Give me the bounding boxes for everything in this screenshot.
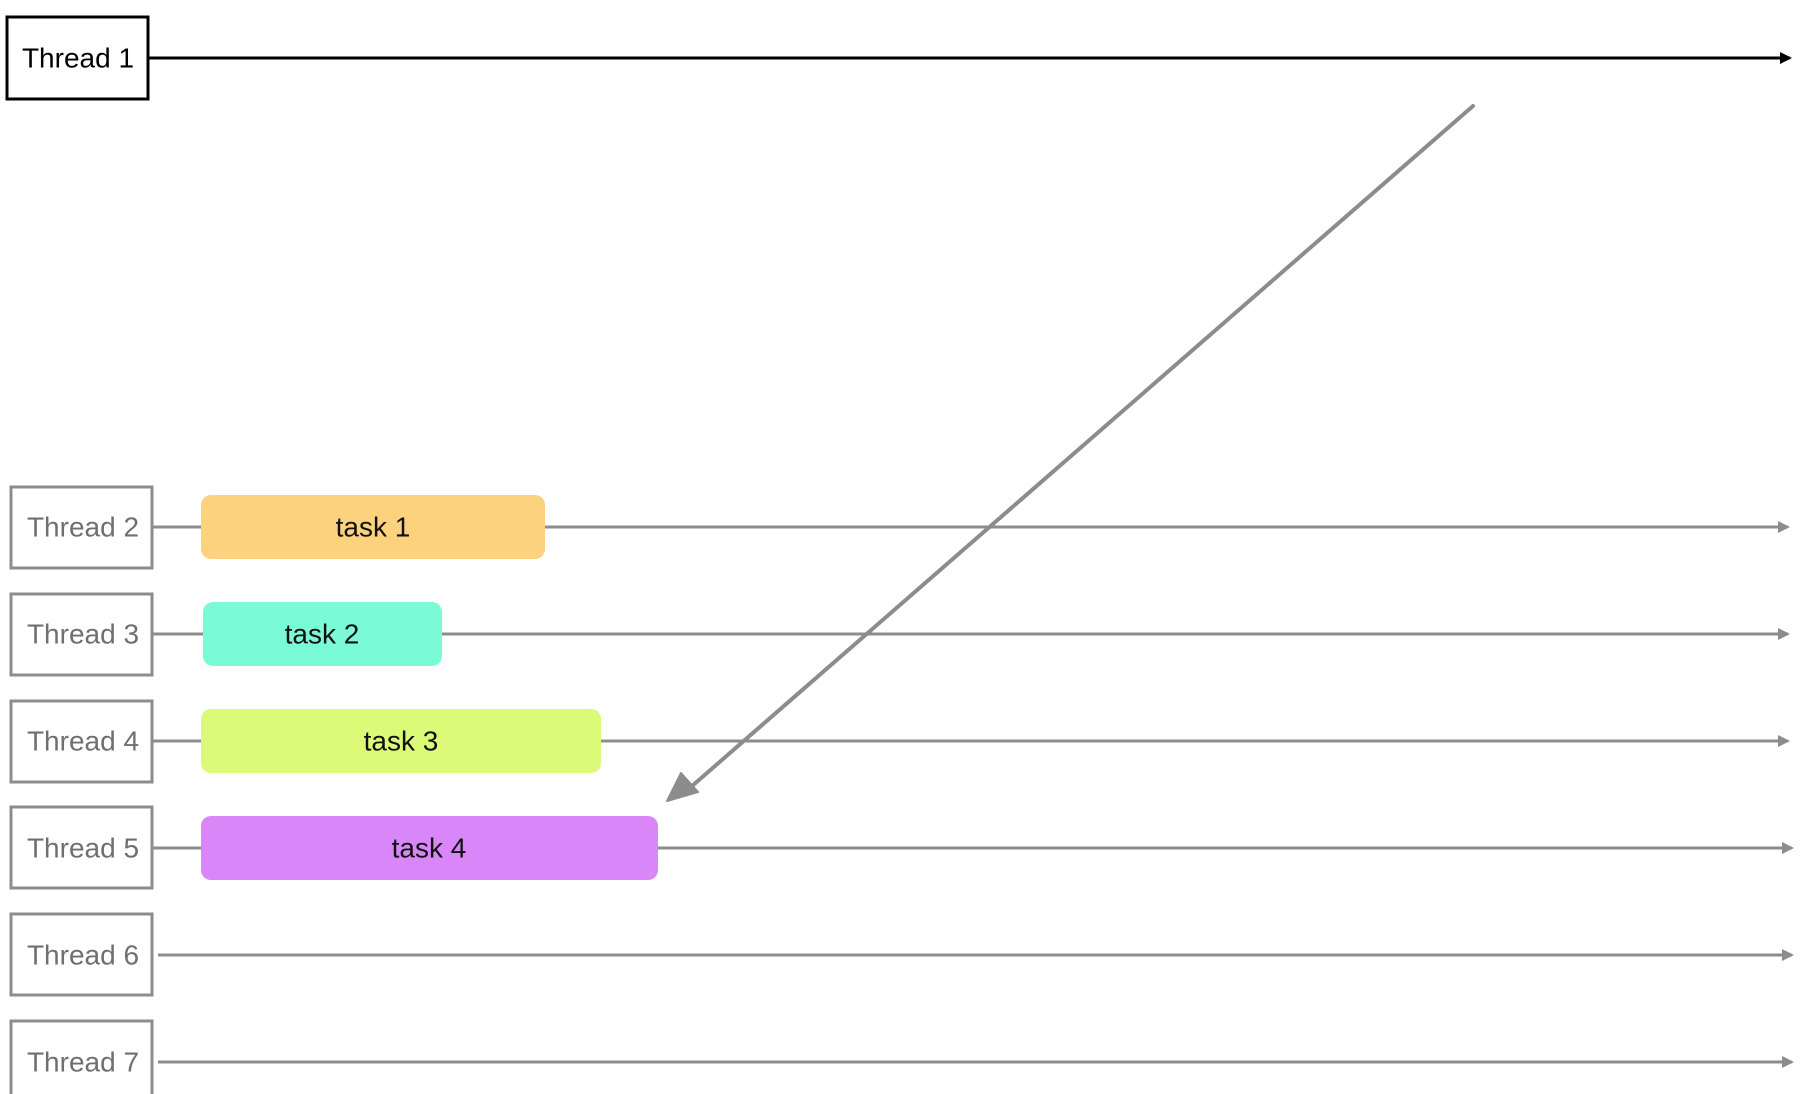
- task-1-block: [201, 495, 545, 559]
- task-1-label: task 1: [336, 512, 411, 543]
- thread-5-box: [9, 805, 154, 890]
- thread-row-1: Thread 1: [5, 15, 1792, 101]
- task-2-label: task 2: [285, 619, 360, 650]
- thread-3-box: [9, 592, 154, 677]
- task-4-block: [201, 816, 658, 880]
- thread-row-5: Thread 5 task 4: [9, 805, 1794, 890]
- thread-3-label: Thread 3: [27, 619, 139, 650]
- thread-1-box: [5, 15, 150, 101]
- task-2-block: [203, 602, 442, 666]
- thread-row-7: Thread 7: [9, 1019, 1794, 1094]
- task-3-label: task 3: [364, 726, 439, 757]
- task-4-label: task 4: [392, 833, 467, 864]
- dispatch-arrow-head: [666, 772, 699, 802]
- thread-7-box: [9, 1019, 154, 1094]
- thread-6-box: [9, 912, 154, 997]
- thread-2-box: [9, 485, 154, 570]
- thread-4-label: Thread 4: [27, 726, 139, 757]
- thread-1-label: Thread 1: [22, 43, 134, 74]
- thread-5-label: Thread 5: [27, 833, 139, 864]
- thread-4-box: [9, 699, 154, 784]
- task-3-block: [201, 709, 601, 773]
- dispatch-arrow: [666, 104, 1475, 802]
- thread-6-label: Thread 6: [27, 940, 139, 971]
- thread-row-2: Thread 2 task 1: [9, 485, 1790, 570]
- thread-7-label: Thread 7: [27, 1047, 139, 1078]
- thread-2-label: Thread 2: [27, 512, 139, 543]
- thread-row-6: Thread 6: [9, 912, 1794, 997]
- thread-row-3: Thread 3 task 2: [9, 592, 1790, 677]
- dispatch-arrow-shaft: [682, 104, 1475, 795]
- thread-row-4: Thread 4 task 3: [9, 699, 1790, 784]
